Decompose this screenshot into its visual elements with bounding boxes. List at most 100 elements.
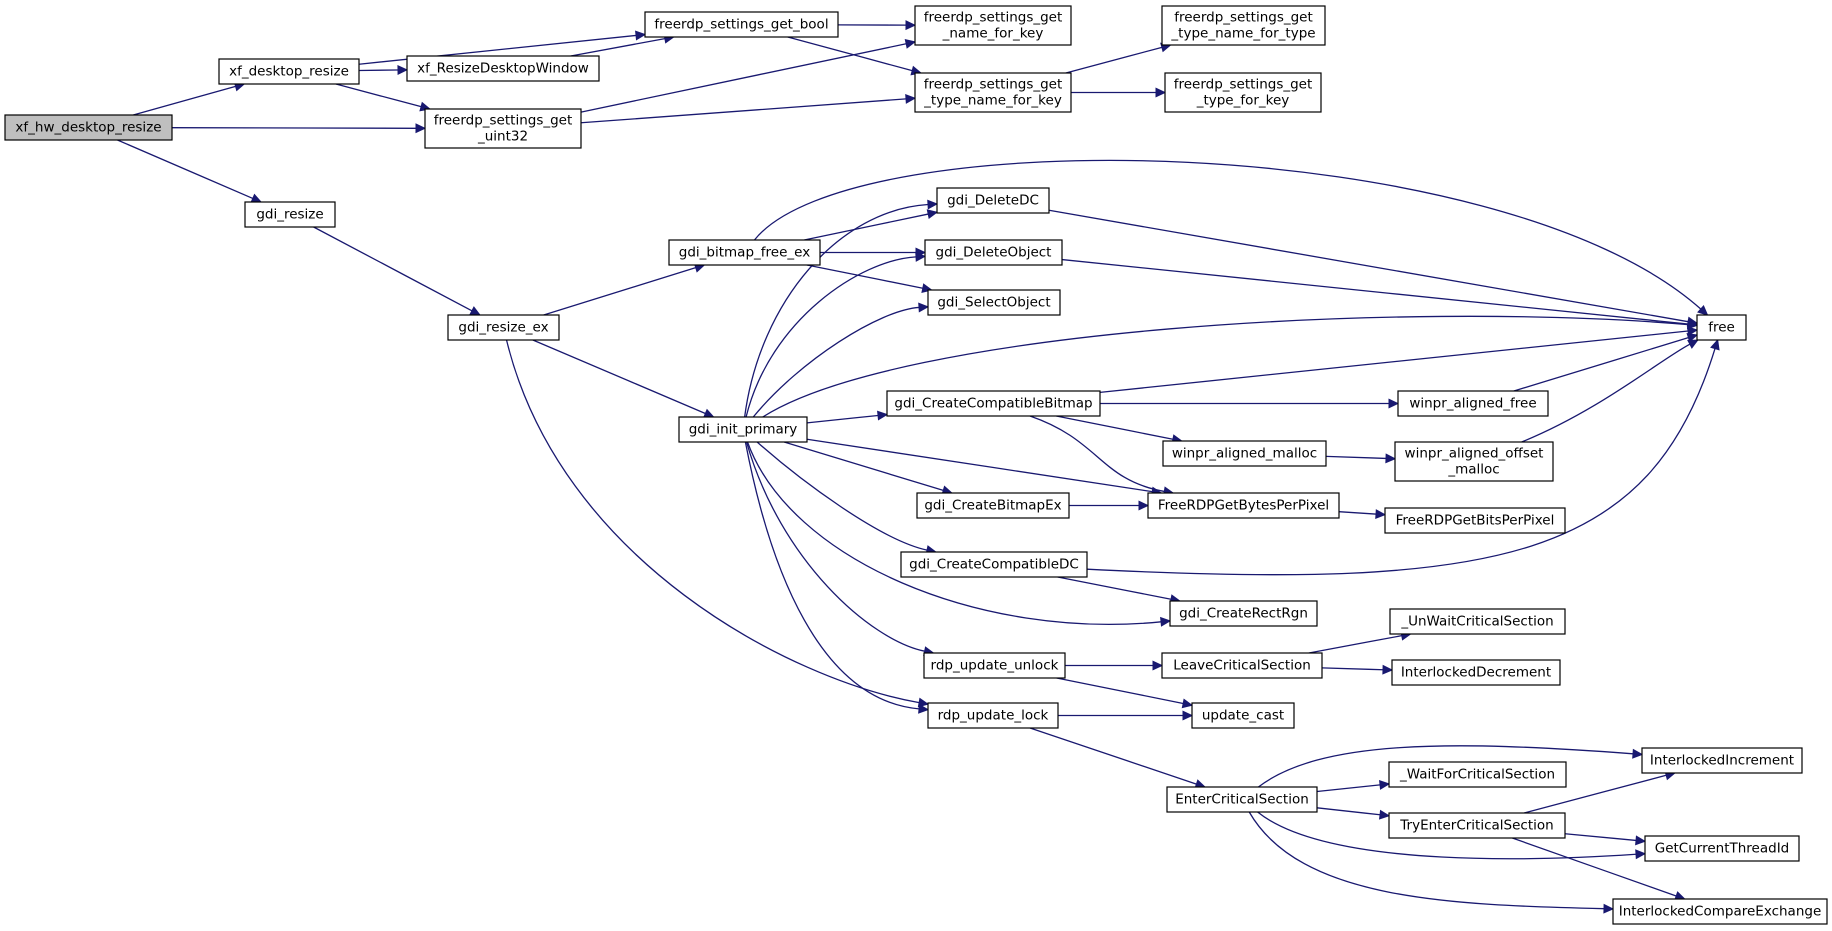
node-box bbox=[1391, 659, 1561, 686]
edge-gdi_resize_ex-to-rdp_update_lock bbox=[505, 339, 920, 704]
node-free[interactable]: free bbox=[1696, 314, 1747, 341]
node-box bbox=[924, 239, 1063, 266]
edge-gdi_CreateCompatibleBitmap-to-winpr_aligned_malloc bbox=[1056, 415, 1174, 440]
arrowhead-winpr_aligned_free-to-free bbox=[1686, 333, 1699, 343]
node-gdi_resize[interactable]: gdi_resize bbox=[244, 201, 336, 228]
node-label: EnterCriticalSection bbox=[1175, 792, 1309, 808]
edge-LeaveCriticalSection-to-_UnWaitCriticalSection bbox=[1308, 635, 1402, 654]
node-gdi_bitmap_free_ex[interactable]: gdi_bitmap_free_ex bbox=[668, 239, 821, 266]
node-gdi_CreateBitmapEx[interactable]: gdi_CreateBitmapEx bbox=[916, 492, 1070, 519]
node-label: _WaitForCriticalSection bbox=[1399, 767, 1555, 783]
node-box bbox=[1147, 492, 1340, 519]
edge-gdi_init_primary-to-free bbox=[762, 315, 1689, 418]
node-gdi_CreateCompatibleDC[interactable]: gdi_CreateCompatibleDC bbox=[900, 551, 1088, 578]
node-TryEnterCriticalSection[interactable]: TryEnterCriticalSection bbox=[1388, 812, 1566, 839]
node-update_cast[interactable]: update_cast bbox=[1191, 702, 1295, 729]
node-InterlockedCompareExchange[interactable]: InterlockedCompareExchange bbox=[1612, 898, 1828, 925]
node-winpr_aligned_malloc[interactable]: winpr_aligned_malloc bbox=[1162, 440, 1327, 467]
node-label: gdi_CreateCompatibleDC bbox=[909, 557, 1079, 573]
edge-EnterCriticalSection-to-TryEnterCriticalSection bbox=[1316, 807, 1381, 816]
edge-gdi_init_primary-to-gdi_DeleteObject bbox=[745, 256, 917, 418]
node-xf_hw_desktop_resize[interactable]: xf_hw_desktop_resize bbox=[4, 114, 173, 141]
node-FreeRDPGetBytesPerPixel[interactable]: FreeRDPGetBytesPerPixel bbox=[1147, 492, 1340, 519]
node-freerdp_settings_get_type_name_for_type[interactable]: freerdp_settings_get_type_name_for_type bbox=[1161, 5, 1326, 46]
arrowhead-gdi_init_primary-to-rdp_update_lock bbox=[918, 703, 930, 714]
node-_UnWaitCriticalSection[interactable]: _UnWaitCriticalSection bbox=[1389, 608, 1566, 635]
node-label: freerdp_settings_get_bool bbox=[654, 17, 828, 33]
node-box bbox=[4, 114, 173, 141]
node-gdi_resize_ex[interactable]: gdi_resize_ex bbox=[447, 314, 560, 341]
node-gdi_CreateCompatibleBitmap[interactable]: gdi_CreateCompatibleBitmap bbox=[886, 390, 1101, 417]
node-EnterCriticalSection[interactable]: EnterCriticalSection bbox=[1166, 786, 1318, 813]
node-winpr_aligned_free[interactable]: winpr_aligned_free bbox=[1397, 390, 1549, 417]
arrowhead-winpr_aligned_offset_malloc-to-free bbox=[1687, 339, 1699, 349]
node-label: gdi_bitmap_free_ex bbox=[679, 245, 810, 261]
node-label: rdp_update_unlock bbox=[931, 658, 1059, 674]
edge-xf_desktop_resize-to-freerdp_settings_get_uint32 bbox=[335, 83, 422, 108]
node-FreeRDPGetBitsPerPixel[interactable]: FreeRDPGetBitsPerPixel bbox=[1384, 507, 1566, 534]
edge-gdi_init_primary-to-rdp_update_unlock bbox=[745, 441, 925, 652]
node-rdp_update_lock[interactable]: rdp_update_lock bbox=[927, 702, 1059, 729]
node-winpr_aligned_offset_malloc[interactable]: winpr_aligned_offset_malloc bbox=[1394, 441, 1554, 482]
node-box bbox=[644, 11, 839, 38]
edge-gdi_DeleteDC-to-free bbox=[1048, 209, 1689, 323]
node-box bbox=[218, 58, 360, 85]
node-gdi_SelectObject[interactable]: gdi_SelectObject bbox=[927, 289, 1061, 316]
node-freerdp_settings_get_type_name_for_key[interactable]: freerdp_settings_get_type_name_for_key bbox=[914, 72, 1072, 113]
node-gdi_DeleteObject[interactable]: gdi_DeleteObject bbox=[924, 239, 1063, 266]
arrowhead-EnterCriticalSection-to-GetCurrentThreadId bbox=[1635, 849, 1647, 860]
edge-gdi_init_primary-to-gdi_DeleteDC bbox=[743, 203, 929, 418]
node-box bbox=[1389, 608, 1566, 635]
edge-xf_hw_desktop_resize-to-gdi_resize bbox=[117, 139, 254, 200]
edge-EnterCriticalSection-to-InterlockedCompareExchange bbox=[1248, 811, 1605, 910]
arrowhead-xf_hw_desktop_resize-to-freerdp_settings_get_uint32 bbox=[415, 123, 427, 134]
node-label: FreeRDPGetBitsPerPixel bbox=[1396, 513, 1555, 529]
node-label: free bbox=[1708, 320, 1735, 336]
edge-xf_hw_desktop_resize-to-xf_desktop_resize bbox=[133, 85, 236, 116]
arrowhead-rdp_update_lock-to-update_cast bbox=[1182, 710, 1194, 721]
node-rdp_update_unlock[interactable]: rdp_update_unlock bbox=[923, 652, 1066, 679]
arrowhead-freerdp_settings_get_uint32-to-freerdp_settings_get_type_name_for_key bbox=[905, 93, 917, 104]
node-label: gdi_DeleteDC bbox=[947, 193, 1039, 209]
node-freerdp_settings_get_type_for_key[interactable]: freerdp_settings_get_type_for_key bbox=[1164, 72, 1322, 113]
node-gdi_DeleteDC[interactable]: gdi_DeleteDC bbox=[936, 187, 1050, 214]
edge-gdi_CreateCompatibleDC-to-gdi_CreateRectRgn bbox=[1057, 576, 1172, 600]
node-gdi_CreateRectRgn[interactable]: gdi_CreateRectRgn bbox=[1169, 600, 1318, 627]
node-InterlockedDecrement[interactable]: InterlockedDecrement bbox=[1391, 659, 1561, 686]
node-label: InterlockedIncrement bbox=[1650, 753, 1794, 769]
node-box bbox=[447, 314, 560, 341]
node-box bbox=[1388, 761, 1567, 788]
arrowhead-gdi_CreateBitmapEx-to-FreeRDPGetBytesPerPixel bbox=[1138, 500, 1150, 511]
node-freerdp_settings_get_name_for_key[interactable]: freerdp_settings_get_name_for_key bbox=[914, 5, 1072, 46]
edge-freerdp_settings_get_uint32-to-freerdp_settings_get_type_name_for_key bbox=[580, 98, 907, 124]
arrowhead-xf_desktop_resize-to-xf_ResizeDesktopWindow bbox=[397, 64, 409, 75]
node-box bbox=[923, 652, 1066, 679]
node-xf_desktop_resize[interactable]: xf_desktop_resize bbox=[218, 58, 360, 85]
arrowhead-gdi_init_primary-to-gdi_CreateCompatibleBitmap bbox=[877, 410, 889, 421]
node-LeaveCriticalSection[interactable]: LeaveCriticalSection bbox=[1161, 652, 1323, 679]
node-box bbox=[914, 72, 1072, 113]
node-box bbox=[914, 5, 1072, 46]
arrowhead-winpr_aligned_malloc-to-winpr_aligned_offset_malloc bbox=[1385, 453, 1397, 464]
node-freerdp_settings_get_bool[interactable]: freerdp_settings_get_bool bbox=[644, 11, 839, 38]
node-box bbox=[1397, 390, 1549, 417]
node-xf_ResizeDesktopWindow[interactable]: xf_ResizeDesktopWindow bbox=[406, 55, 600, 82]
arrowhead-TryEnterCriticalSection-to-GetCurrentThreadId bbox=[1635, 835, 1647, 846]
node-label: freerdp_settings_get bbox=[1174, 77, 1313, 93]
node-freerdp_settings_get_uint32[interactable]: freerdp_settings_get_uint32 bbox=[424, 108, 582, 149]
node-_WaitForCriticalSection[interactable]: _WaitForCriticalSection bbox=[1388, 761, 1567, 788]
node-GetCurrentThreadId[interactable]: GetCurrentThreadId bbox=[1644, 835, 1800, 862]
node-label: freerdp_settings_get bbox=[924, 77, 1063, 93]
node-label: gdi_DeleteObject bbox=[936, 245, 1052, 261]
edge-EnterCriticalSection-to-GetCurrentThreadId bbox=[1257, 811, 1637, 860]
edge-EnterCriticalSection-to-_WaitForCriticalSection bbox=[1316, 784, 1381, 793]
edge-rdp_update_unlock-to-update_cast bbox=[1056, 677, 1184, 705]
edge-gdi_init_primary-to-gdi_CreateRectRgn bbox=[746, 441, 1162, 626]
edge-freerdp_settings_get_uint32-to-freerdp_settings_get_name_for_key bbox=[580, 43, 907, 113]
node-label: InterlockedDecrement bbox=[1401, 665, 1551, 681]
node-label: xf_ResizeDesktopWindow bbox=[417, 61, 589, 77]
node-gdi_init_primary[interactable]: gdi_init_primary bbox=[678, 416, 808, 443]
edge-TryEnterCriticalSection-to-InterlockedCompareExchange bbox=[1512, 837, 1677, 897]
node-InterlockedIncrement[interactable]: InterlockedIncrement bbox=[1641, 747, 1803, 774]
